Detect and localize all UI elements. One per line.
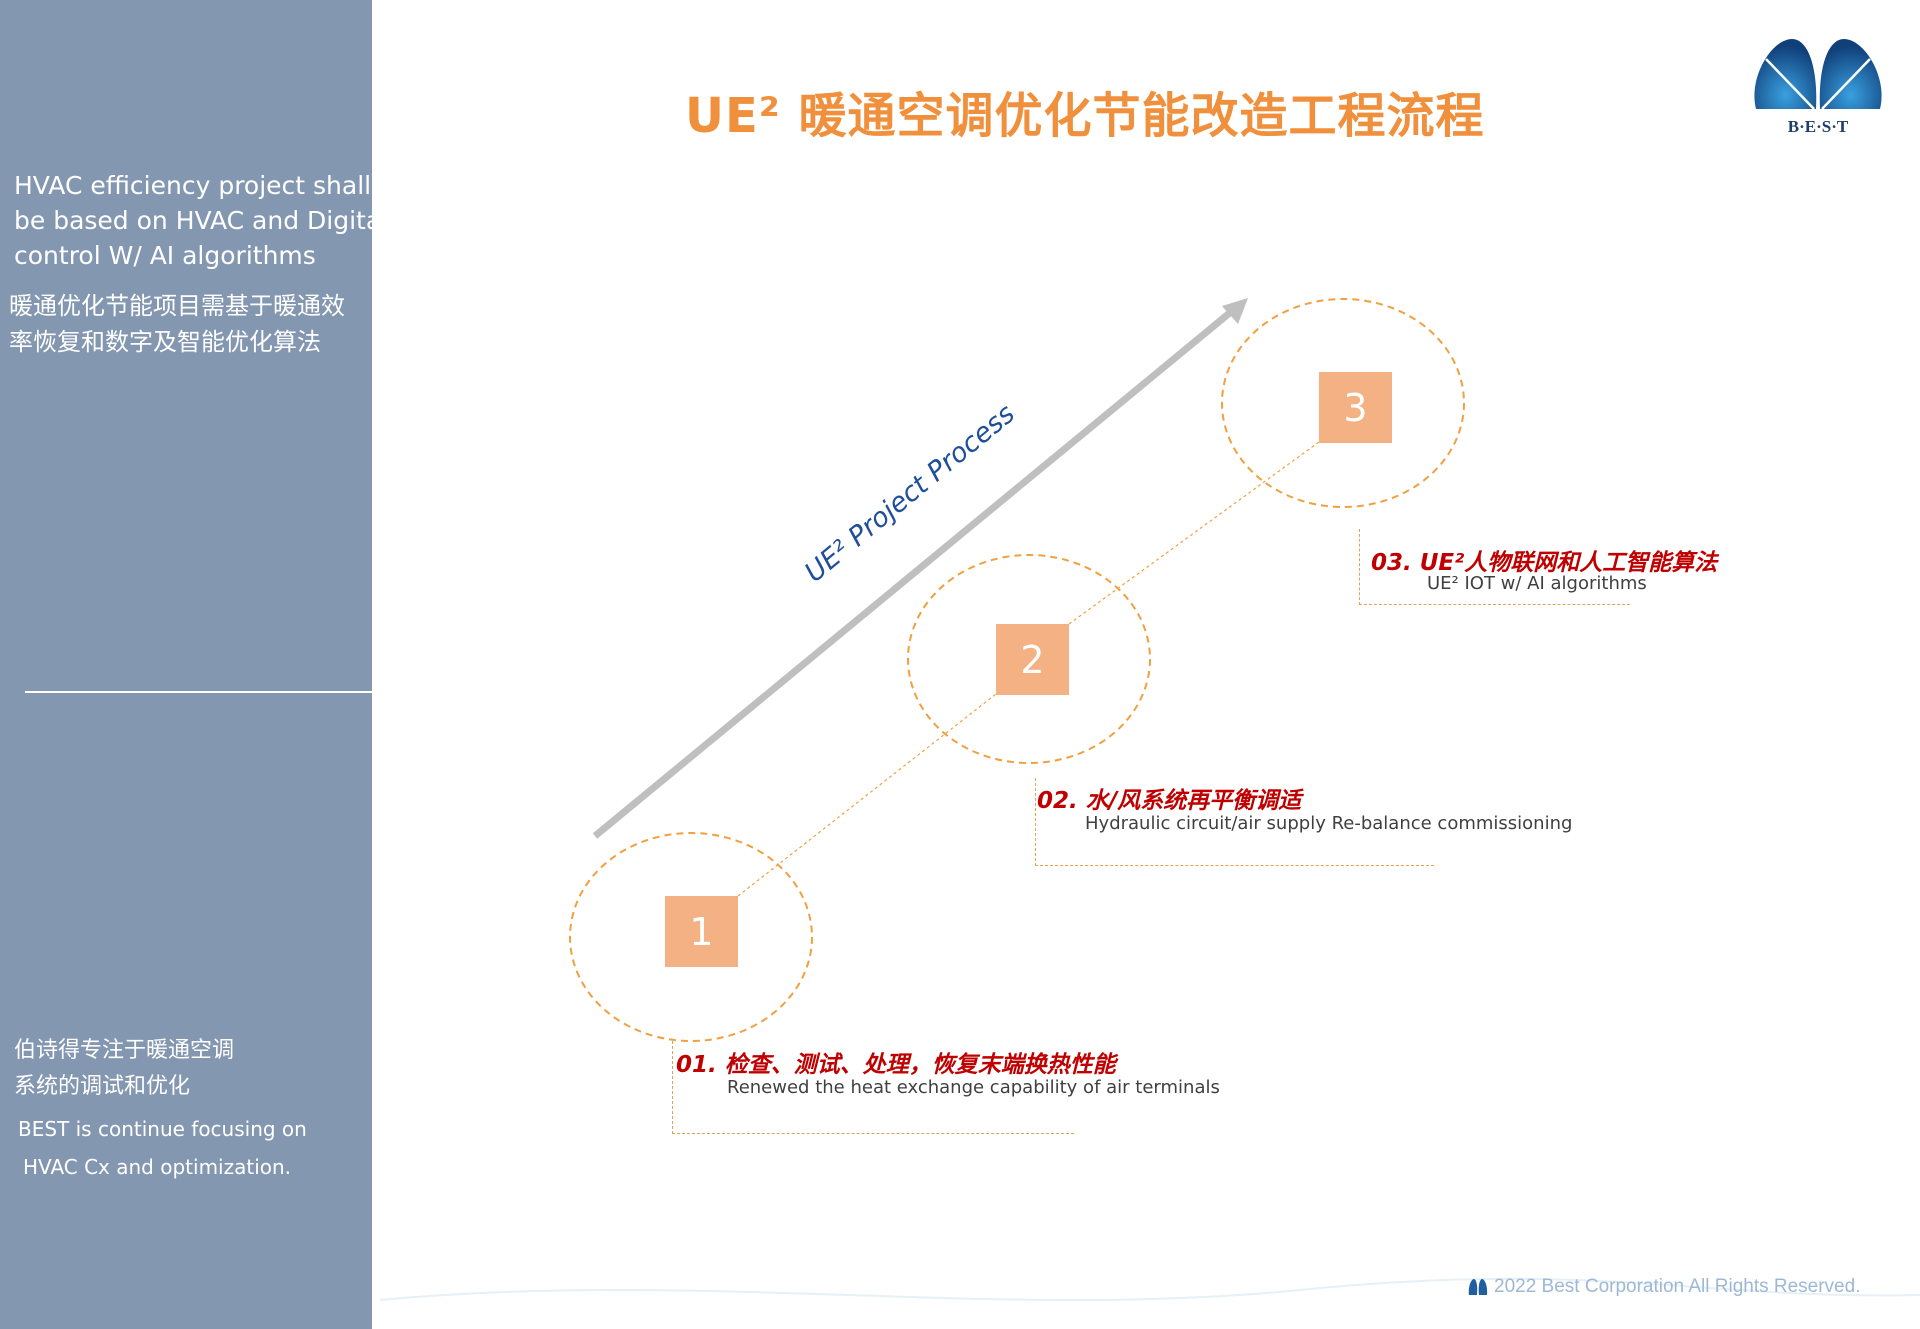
logo-text: B·E·S·T — [1787, 117, 1849, 136]
step-1-title: 01. 检查、测试、处理，恢复末端换热性能 — [676, 1052, 1116, 1078]
step-1-box: 1 — [665, 896, 738, 967]
intro-zh-line: 率恢复和数字及智能优化算法 — [9, 328, 321, 356]
step-3-box: 3 — [1319, 372, 1392, 443]
intro-en-line: HVAC efficiency project shall — [14, 171, 372, 200]
focus-zh-line: 伯诗得专注于暖通空调 — [14, 1038, 235, 1063]
best-mini-logo-icon — [1468, 1279, 1488, 1295]
connector-1-2 — [737, 693, 997, 897]
focus-zh: 伯诗得专注于暖通空调 系统的调试和优化 — [14, 1033, 234, 1105]
step-1-bracket — [672, 1041, 1074, 1134]
focus-zh-line: 系统的调试和优化 — [14, 1074, 191, 1099]
step-3-circle — [1221, 298, 1465, 508]
step-1-subtitle: Renewed the heat exchange capability of … — [727, 1077, 1220, 1098]
sidebar-divider — [25, 691, 372, 693]
step-3-bracket — [1359, 529, 1630, 605]
step-2-title: 02. 水/风系统再平衡调适 — [1037, 788, 1302, 814]
focus-en-line: BEST is continue focusing on — [18, 1117, 307, 1141]
intro-zh-line: 暖通优化节能项目需基于暖通效 — [9, 292, 345, 320]
focus-en-line: HVAC Cx and optimization. — [23, 1155, 292, 1179]
connector-2-3 — [1068, 441, 1320, 625]
step-2-bracket — [1035, 778, 1434, 866]
step-2-circle — [907, 554, 1151, 764]
best-logo: B·E·S·T — [1752, 37, 1884, 137]
sidebar: HVAC efficiency project shall be based o… — [0, 0, 388, 1329]
focus-en: BEST is continue focusing on HVAC Cx and… — [18, 1110, 307, 1186]
step-3-title: 03. UE²人物联网和人工智能算法 — [1371, 550, 1718, 576]
step-2-subtitle: Hydraulic circuit/air supply Re-balance … — [1085, 813, 1573, 834]
arrow-head-icon — [1222, 298, 1248, 324]
step-2-box: 2 — [996, 624, 1069, 695]
intro-en-line: be based on HVAC and Digital — [14, 206, 389, 235]
step-3-subtitle: UE² IOT w/ AI algorithms — [1427, 573, 1647, 594]
footer-wave — [379, 1277, 1920, 1301]
intro-en: HVAC efficiency project shall be based o… — [14, 168, 388, 273]
page-title: UE² 暖通空调优化节能改造工程流程 — [685, 88, 1485, 144]
intro-zh: 暖通优化节能项目需基于暖通效 率恢复和数字及智能优化算法 — [9, 288, 345, 360]
footer: 2022 Best Corporation All Rights Reserve… — [1468, 1276, 1860, 1298]
progress-arrow-shaft — [592, 308, 1235, 839]
butterfly-logo-icon — [1754, 39, 1882, 110]
step-1-circle — [569, 832, 813, 1042]
copyright-text: 2022 Best Corporation All Rights Reserve… — [1494, 1276, 1861, 1297]
intro-en-line: control W/ AI algorithms — [14, 241, 316, 270]
